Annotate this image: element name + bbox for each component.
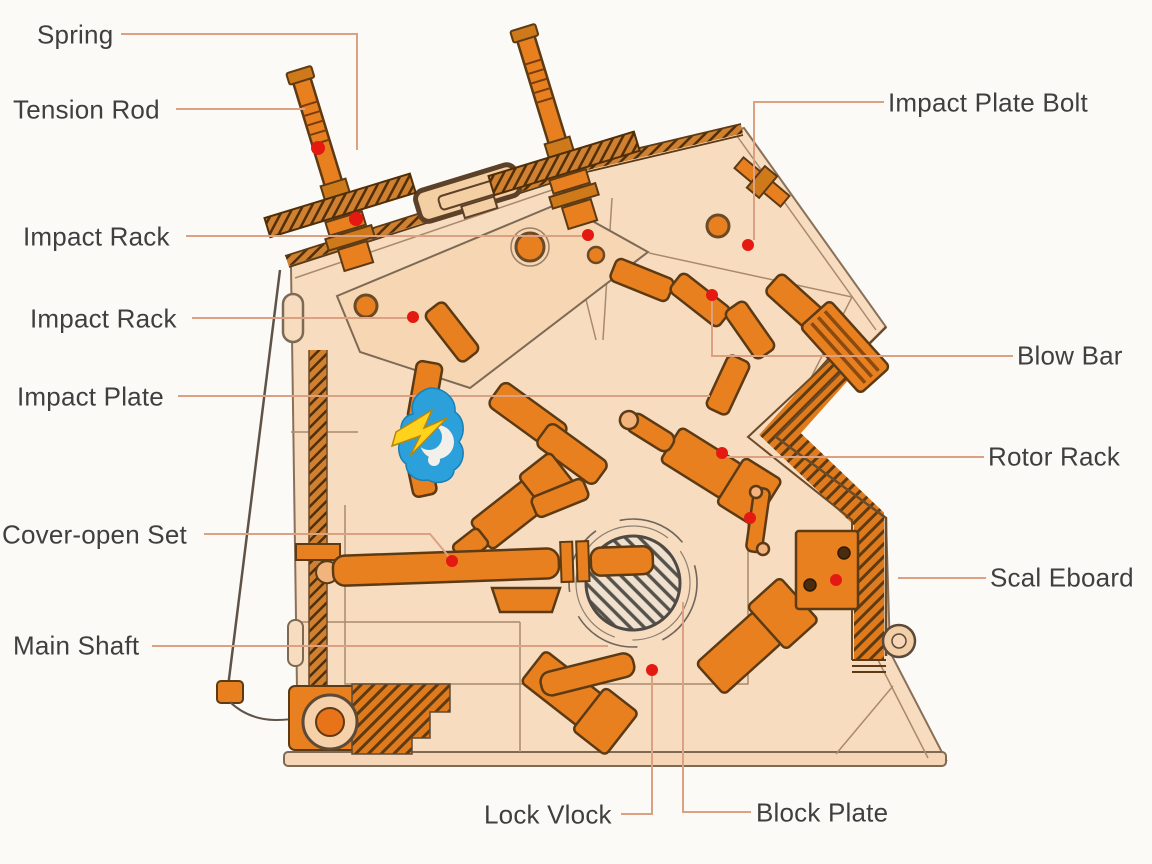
blow-bar-part xyxy=(800,300,890,394)
label-main-shaft: Main Shaft xyxy=(13,630,140,661)
bottom-left-bearing xyxy=(288,683,451,755)
label-impact-rack-lower: Impact Rack xyxy=(30,303,177,334)
label-cover-open-set: Cover-open Set xyxy=(2,519,187,550)
label-rotor-rack: Rotor Rack xyxy=(988,441,1121,472)
impact-plate-bolt-part xyxy=(733,155,791,209)
left-wall-slot-lower xyxy=(287,619,304,667)
hammer-assemblies xyxy=(451,409,818,755)
label-lock-vlock: Lock Vlock xyxy=(484,799,612,830)
label-spring: Spring xyxy=(37,19,114,50)
label-impact-plate: Impact Plate xyxy=(17,381,164,412)
base-plate xyxy=(283,751,947,767)
cover-open-ram xyxy=(315,540,655,587)
label-scal-eboard: Scal Eboard xyxy=(990,562,1134,593)
label-impact-rack-upper: Impact Rack xyxy=(23,221,170,252)
cover-open-screw xyxy=(295,350,341,688)
callout-markers xyxy=(311,141,842,676)
label-impact-plate-bolt: Impact Plate Bolt xyxy=(888,87,1088,118)
scale-board xyxy=(794,529,860,611)
label-blow-bar: Blow Bar xyxy=(1017,340,1123,371)
flame-logo xyxy=(390,387,464,484)
label-block-plate: Block Plate xyxy=(756,797,889,828)
label-tension-rod: Tension Rod xyxy=(13,94,160,125)
rotor xyxy=(568,518,698,648)
impact-rack-plate xyxy=(335,201,731,390)
